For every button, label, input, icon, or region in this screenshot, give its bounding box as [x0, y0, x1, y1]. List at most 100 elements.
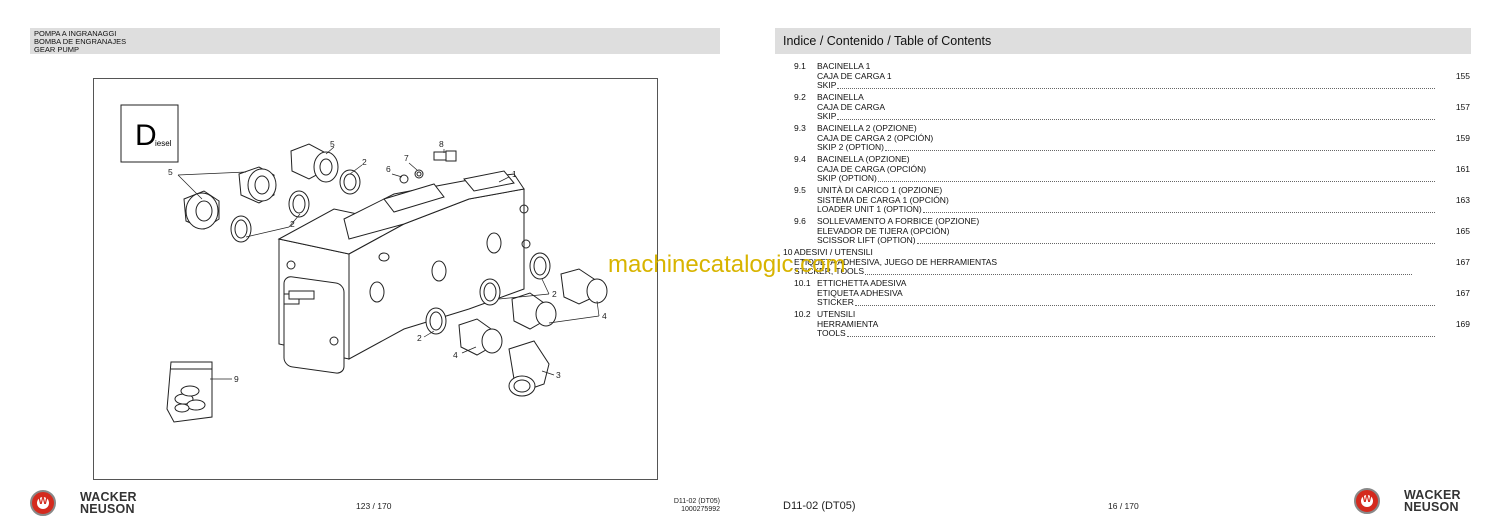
page-number: 16 / 170: [1108, 501, 1139, 511]
callout-4b: 4: [453, 350, 458, 360]
leader-lines: [177, 146, 600, 380]
toc-dot-leader: [846, 329, 1435, 337]
toc-entry-titles: SOLLEVAMENTO A FORBICE (OPZIONE)ELEVADOR…: [817, 216, 1437, 246]
callout-2a: 2: [362, 157, 367, 167]
fittings: [183, 143, 608, 397]
toc-entry-title: SKIP (OPTION): [817, 173, 1437, 184]
toc-entry-title-text: SCISSOR LIFT (OPTION): [817, 235, 916, 245]
toc-entry-page: 165: [1455, 226, 1470, 236]
right-page: Indice / Contenido / Table of Contents 9…: [750, 0, 1500, 530]
callout-1: 1: [512, 169, 517, 179]
toc-entry-page: 155: [1455, 71, 1470, 81]
pump-drawing: D iesel: [120, 104, 608, 423]
toc-entry-title: STICKER, TOOLS: [794, 266, 1414, 277]
toc-dot-leader: [922, 205, 1435, 213]
toc-entry-titles: BACINELLA 2 (OPZIONE)CAJA DE CARGA 2 (OP…: [817, 123, 1437, 153]
toc-entry-title: SKIP: [817, 80, 1437, 91]
diesel-badge: D iesel: [120, 104, 179, 163]
toc-entry-page: 163: [1455, 195, 1470, 205]
toc-entry-title: BACINELLA 2 (OPZIONE): [817, 123, 917, 133]
toc-entry-title: BACINELLA 1: [817, 61, 871, 71]
callout-5b: 5: [330, 139, 335, 149]
callout-8: 8: [439, 139, 444, 149]
toc-entry-page: 167: [1455, 288, 1470, 298]
toc-entry-title-text: STICKER: [817, 297, 854, 307]
brand-name: WACKER NEUSON: [80, 490, 137, 516]
toc-entry-number: 10.1: [794, 278, 811, 288]
toc-entry-title: SISTEMA DE CARGA 1 (OPCIÓN): [817, 194, 949, 205]
toc-entry-title: CAJA DE CARGA 2 (OPCIÓN): [817, 132, 934, 143]
toc-dot-leader: [837, 112, 1435, 120]
toc-entry-title: SCISSOR LIFT (OPTION): [817, 235, 1437, 246]
toc-entry-title: LOADER UNIT 1 (OPTION): [817, 204, 1437, 215]
badge-letter: D: [135, 119, 157, 152]
toc-entry-title-text: SKIP (OPTION): [817, 173, 877, 183]
toc-entry-title: SKIP: [817, 111, 1437, 122]
toc-dot-leader: [877, 174, 1435, 182]
callout-5a: 5: [168, 167, 173, 177]
toc-header: Indice / Contenido / Table of Contents: [775, 28, 1471, 54]
toc-entry-page: 157: [1455, 102, 1470, 112]
toc-entry-number: 9.6: [794, 216, 806, 226]
toc-entry-title-text: SKIP: [817, 111, 837, 121]
toc-entry-title: STICKER: [817, 297, 1437, 308]
toc-entry[interactable]: 9.4 BACINELLA (OPZIONE)CAJA DE CARGA (OPC…: [780, 154, 1470, 184]
toc-dot-leader: [837, 81, 1435, 89]
toc-entry-title: CAJA DE CARGA 1: [817, 70, 892, 81]
toc-entry-title: ETIQUETA ADHESIVA, JUEGO DE HERRAMIENTAS: [794, 256, 998, 267]
toc-entry-number: 9.4: [794, 154, 806, 164]
callout-4a: 4: [602, 311, 607, 321]
callout-2c: 2: [552, 289, 557, 299]
toc-title: Indice / Contenido / Table of Contents: [783, 34, 992, 48]
callout-2d: 2: [417, 333, 422, 343]
toc-entry-page: 169: [1455, 319, 1470, 329]
callout-9: 9: [234, 374, 239, 384]
brand-line-1: WACKER: [80, 490, 137, 504]
toc-entry-title: ADESIVI / UTENSILI: [794, 247, 873, 257]
section-title: POMPA A INGRANAGGI BOMBA DE ENGRANAJES G…: [34, 30, 126, 54]
toc-entry-title-text: TOOLS: [817, 328, 846, 338]
doc-code-line-1: D11-02 (DT05): [673, 498, 720, 505]
badge-suffix: iesel: [155, 139, 172, 148]
title-en: GEAR PUMP: [34, 45, 80, 54]
title-it: POMPA A INGRANAGGI: [34, 29, 117, 38]
toc-entry[interactable]: 9.6 SOLLEVAMENTO A FORBICE (OPZIONE)ELEVA…: [780, 216, 1470, 246]
brand-line-2: NEUSON: [80, 502, 135, 516]
wacker-logo-icon: [30, 490, 56, 516]
pump-details: [283, 204, 531, 346]
toc-entry-page: 167: [1455, 257, 1470, 267]
toc-dot-leader: [854, 298, 1435, 306]
callout-2b: 2: [290, 219, 295, 229]
toc-entry-number: 9.3: [794, 123, 806, 133]
toc-entry-titles: BACINELLA (OPZIONE)CAJA DE CARGA (OPCIÓN…: [817, 154, 1437, 184]
toc-entry-title-text: SKIP: [817, 80, 837, 90]
toc-entry-title-text: STICKER, TOOLS: [794, 266, 865, 276]
toc-entry[interactable]: 9.3 BACINELLA 2 (OPZIONE)CAJA DE CARGA 2 …: [780, 123, 1470, 153]
toc-entry-title-text: SKIP 2 (OPTION): [817, 142, 884, 152]
exploded-parts-drawing: D iesel: [93, 78, 658, 480]
toc-entry-title: BACINELLA (OPZIONE): [817, 154, 910, 164]
toc-dot-leader: [884, 143, 1435, 151]
callout-7: 7: [404, 153, 409, 163]
toc-entry-number: 9.2: [794, 92, 806, 102]
doc-code-line-2: 1000275992: [681, 506, 720, 513]
wacker-logo-icon: [1354, 488, 1380, 514]
toc-entry-title: BACINELLA: [817, 92, 864, 102]
doc-code: D11-02 (DT05) 1000275992: [640, 498, 720, 514]
toc-entry-page: 159: [1455, 133, 1470, 143]
toc-entry-title: SOLLEVAMENTO A FORBICE (OPZIONE): [817, 216, 980, 226]
callout-3: 3: [556, 370, 561, 380]
brand-logo: WACKER NEUSON: [1354, 488, 1461, 514]
toc-entry-title: CAJA DE CARGA: [817, 101, 886, 112]
callout-6: 6: [386, 164, 391, 174]
title-es: BOMBA DE ENGRANAJES: [34, 37, 127, 46]
